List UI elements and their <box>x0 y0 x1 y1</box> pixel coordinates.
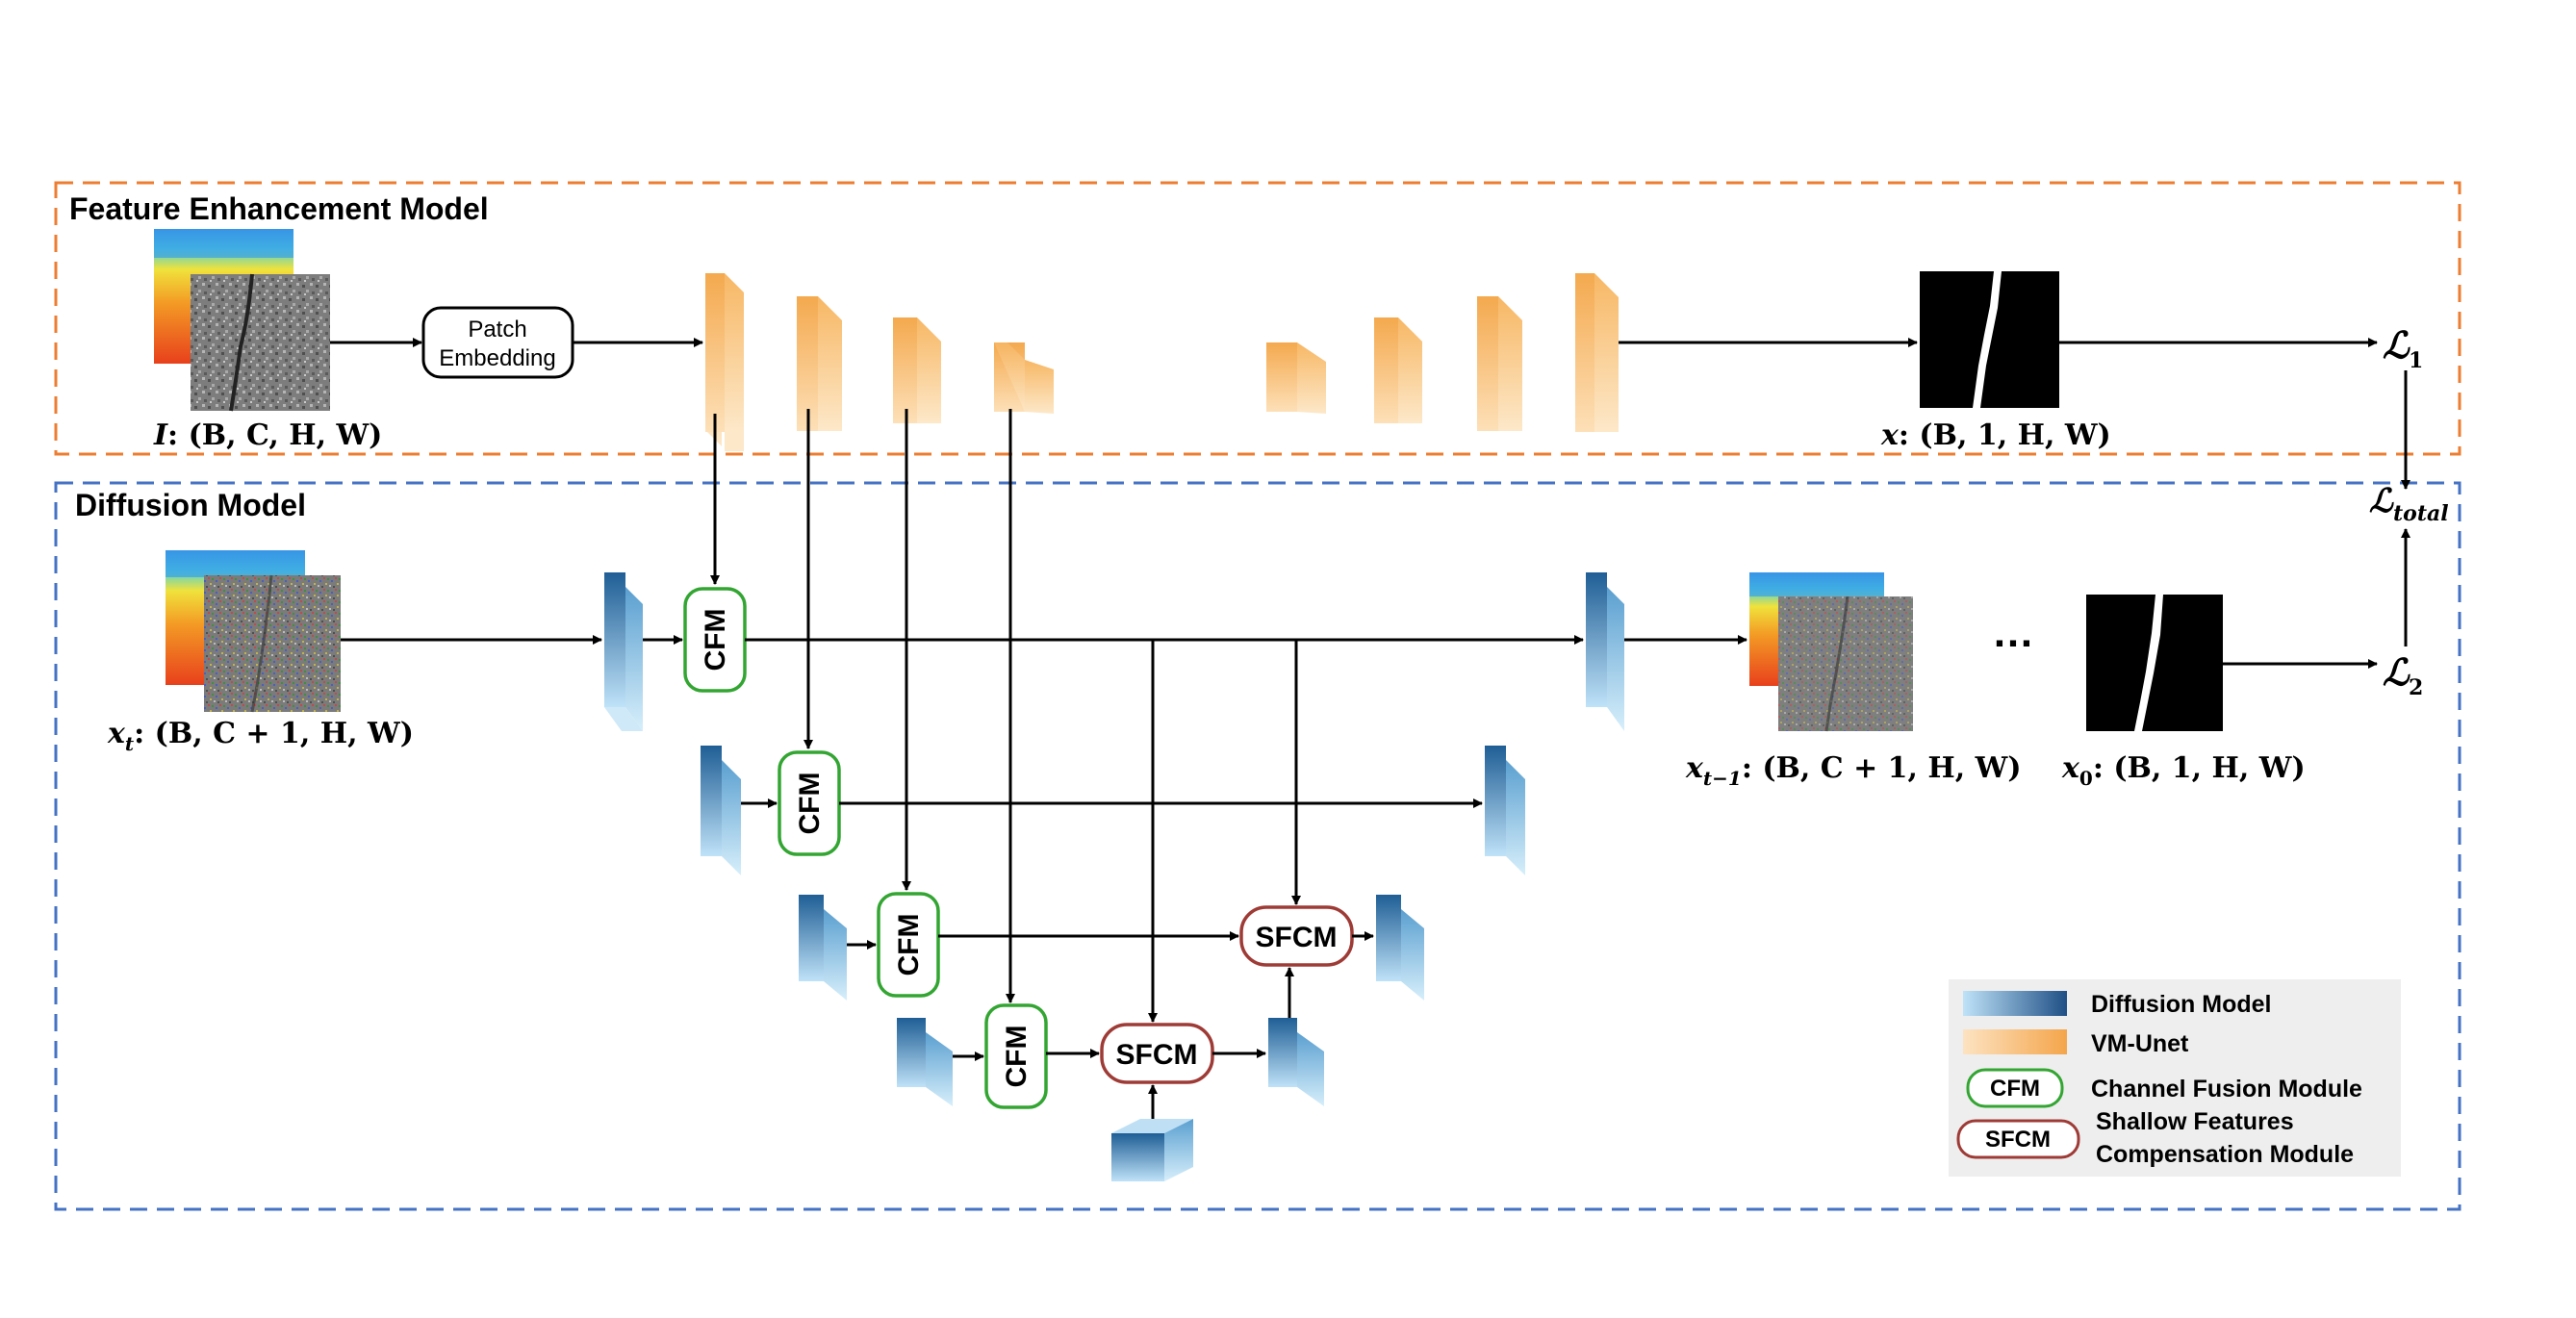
svg-text:CFM: CFM <box>700 609 731 672</box>
legend-sfcm-label-1: Shallow Features <box>2096 1108 2294 1135</box>
legend-cfm-swatch <box>1966 1068 2064 1108</box>
svg-text:CFM: CFM <box>893 914 925 976</box>
vmunet-encoder-block-2 <box>797 296 842 431</box>
svg-text:CFM: CFM <box>794 773 826 835</box>
svg-text:I: (B, C, H, W): I: (B, C, H, W) <box>153 418 382 452</box>
svg-text:SFCM: SFCM <box>1256 922 1338 953</box>
feature-enhancement-border <box>54 181 2461 456</box>
diffusion-block-l3 <box>799 895 847 1001</box>
legend-vmunet-label: VM-Unet <box>2091 1030 2189 1057</box>
legend: Diffusion Model VM-Unet CFM Channel Fusi… <box>1949 979 2401 1177</box>
diffusion-block-r2 <box>1376 895 1424 1001</box>
vmunet-encoder-block-4 <box>994 342 1054 414</box>
legend-sfcm-tag: SFCM <box>1985 1127 2051 1153</box>
xt-input-image <box>166 550 341 713</box>
legend-vmunet-swatch <box>1963 1029 2067 1054</box>
vmunet-encoder-block-1 <box>705 273 744 451</box>
x0-mask-image <box>2086 595 2223 731</box>
cfm-module-2: CFM <box>778 750 841 856</box>
diffusion-block-r4 <box>1586 572 1624 731</box>
loss-total: ℒ total <box>2369 482 2449 526</box>
cfm-module-4: CFM <box>984 1003 1048 1109</box>
diffusion-block-r1 <box>1268 1018 1324 1106</box>
svg-text:total: total <box>2393 501 2449 526</box>
legend-diffusion-label: Diffusion Model <box>2091 991 2271 1018</box>
svg-text:xt: (B, C + 1, H, W): xt: (B, C + 1, H, W) <box>107 717 414 755</box>
diffusion-model-title: Diffusion Model <box>75 488 306 522</box>
cfm-module-1: CFM <box>683 587 747 693</box>
legend-diffusion-swatch <box>1963 991 2067 1016</box>
vmunet-decoder-block-2 <box>1374 317 1422 423</box>
loss-l1: ℒ 1 <box>2383 323 2423 373</box>
svg-text:x0: (B, 1, H, W): x0: (B, 1, H, W) <box>2061 751 2306 790</box>
shallow-feature-block <box>1111 1119 1193 1181</box>
diffusion-block-l4 <box>897 1018 953 1106</box>
input-shape-label: I: (B, C, H, W) <box>153 418 382 452</box>
x0-shape-label: x0: (B, 1, H, W) <box>2061 751 2306 790</box>
patch-embedding-label-2: Embedding <box>439 345 555 371</box>
diffusion-model-border <box>54 481 2461 1211</box>
diffusion-block-r3 <box>1485 746 1525 875</box>
loss-l2: ℒ 2 <box>2383 650 2423 700</box>
svg-text:xt−1: (B, C + 1, H, W): xt−1: (B, C + 1, H, W) <box>1685 751 2022 790</box>
xt1-image <box>1749 572 1913 732</box>
cfm-module-3: CFM <box>877 892 940 998</box>
xt1-shape-label: xt−1: (B, C + 1, H, W) <box>1685 751 2022 790</box>
legend-sfcm-swatch <box>1956 1119 2080 1159</box>
legend-cfm-tag: CFM <box>1990 1076 2040 1102</box>
diffusion-block-l2 <box>701 746 741 875</box>
vmunet-decoder-block-3 <box>1477 296 1522 431</box>
svg-text:x: (B, 1, H, W): x: (B, 1, H, W) <box>1880 418 2111 452</box>
sfcm-module-2: SFCM <box>1239 905 1354 967</box>
x-shape-label: x: (B, 1, H, W) <box>1880 418 2111 452</box>
svg-text:ℒ: ℒ <box>2383 323 2410 367</box>
legend-sfcm-label-2: Compensation Module <box>2096 1141 2354 1168</box>
svg-text:ℒ: ℒ <box>2369 482 2394 520</box>
xt-shape-label: xt: (B, C + 1, H, W) <box>107 717 414 755</box>
diffusion-block-l1 <box>604 572 643 731</box>
ellipsis: … <box>1992 609 2034 656</box>
svg-text:ℒ: ℒ <box>2383 650 2410 694</box>
svg-text:CFM: CFM <box>1001 1026 1033 1088</box>
sfcm-module-1: SFCM <box>1100 1023 1214 1084</box>
svg-text:2: 2 <box>2409 675 2423 700</box>
vmunet-decoder-block-1 <box>1266 342 1326 414</box>
input-image <box>154 229 330 412</box>
svg-text:1: 1 <box>2409 348 2423 373</box>
patch-embedding-label-1: Patch <box>468 317 526 342</box>
feature-enhancement-title: Feature Enhancement Model <box>69 191 489 226</box>
svg-text:SFCM: SFCM <box>1116 1039 1198 1071</box>
vmunet-decoder-block-4 <box>1575 273 1619 432</box>
vmunet-encoder-block-3 <box>893 317 941 423</box>
x-mask-image <box>1920 271 2059 408</box>
legend-cfm-label: Channel Fusion Module <box>2091 1076 2362 1103</box>
